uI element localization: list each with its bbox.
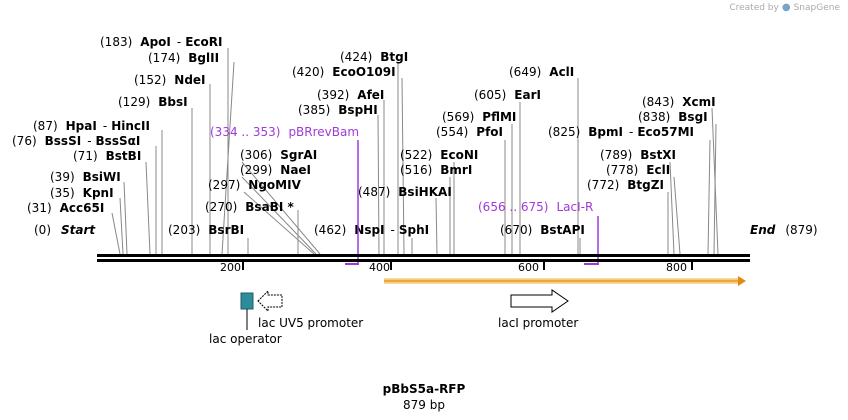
site-bglii: (174)BglII [148,51,219,65]
site-bsrbi: (203)BsrBI [168,223,244,237]
site-ecoo109i: (420)EcoO109I [292,65,396,79]
ruler-label-800: 800 [666,261,687,274]
site-bbsi: (129)BbsI [118,95,188,109]
site-bstbi: (71)BstBI [73,149,141,163]
site-sgrai: (306)SgrAI [240,148,317,162]
site-afei: (392)AfeI [317,88,384,102]
site-pfoi: (554)PfoI [436,125,503,139]
created-by-text: Created by [729,2,779,13]
site-acc65i: (31)Acc65I [27,201,104,215]
laci-promoter-feature [510,289,569,313]
site-btgzi: (772)BtgZI [587,178,664,192]
plasmid-length: 879 bp [403,398,445,412]
dna-backbone [97,254,750,262]
lac-operator-label: lac operator [209,332,282,346]
end-label: End(879) [750,223,818,237]
lac-uv5-promoter-feature [257,289,283,313]
site-bsgi: (838)BsgI [638,110,708,124]
site-acli: (649)AclI [509,65,574,79]
site-btgi: (424)BtgI [340,50,408,64]
site-kpni: (35)KpnI [50,186,114,200]
site-pflmi: (569)PflMI [442,110,516,124]
site-bsihkai: (487)BsiHKAI [358,185,452,199]
site-ecli: (778)EclI [606,163,670,177]
site-bstapi: (670)BstAPI [500,223,585,237]
position-ruler: 200 400 600 800 [220,261,693,274]
plasmid-name: pBbS5a-RFP [383,382,466,396]
feature-labels: lac UV5 promoter lac operator lacI promo… [209,316,578,346]
sequence-ends: (0)Start End(879) [34,223,818,237]
site-connector-lines [111,48,719,255]
site-naei: (299)NaeI [240,163,311,177]
site-bsssi-bsssai: (76)BssSI-BssSαI [12,134,140,148]
primer-laci-r-label: (656 .. 675)LacI-R [478,200,593,214]
restriction-site-labels: (183)ApoI-EcoRI (174)BglII (152)NdeI (12… [12,35,716,237]
site-xcmi: (843)XcmI [642,95,716,109]
site-apoi-ecori: (183)ApoI-EcoRI [100,35,222,49]
snapgene-branding: Created by ● SnapGene [729,2,840,13]
ruler-label-600: 600 [518,261,539,274]
site-bsabi: (270)BsaBI * [205,200,294,214]
primers: (334 .. 353)pBRrevBam (656 .. 675)LacI-R [210,125,599,265]
orf-feature-arrow [384,276,746,286]
site-hpai-hincii: (87)HpaI-HincII [33,119,150,133]
start-label: (0)Start [34,223,96,237]
site-bstxi: (789)BstXI [600,148,676,162]
site-eari: (605)EarI [474,88,541,102]
ruler-label-200: 200 [220,261,241,274]
site-nspi-sphi: (462)NspI-SphI [314,223,429,237]
site-bpmi-eco57mi: (825)BpmI-Eco57MI [548,125,694,139]
site-ngomiv: (297)NgoMIV [208,178,302,192]
site-bsiwi: (39)BsiWI [50,170,121,184]
site-econi: (522)EcoNI [400,148,478,162]
lac-operator-feature [240,292,254,310]
snapgene-logo-icon: ● [781,2,791,13]
snapgene-product-text: SnapGene [793,2,840,13]
site-bmri: (516)BmrI [400,163,472,177]
site-ndei: (152)NdeI [134,73,206,87]
lac-uv5-promoter-label: lac UV5 promoter [258,316,363,330]
laci-promoter-label: lacI promoter [498,316,578,330]
ruler-label-400: 400 [369,261,390,274]
site-bsphi: (385)BspHI [298,103,378,117]
primer-pbrrevbam-label: (334 .. 353)pBRrevBam [210,125,359,139]
